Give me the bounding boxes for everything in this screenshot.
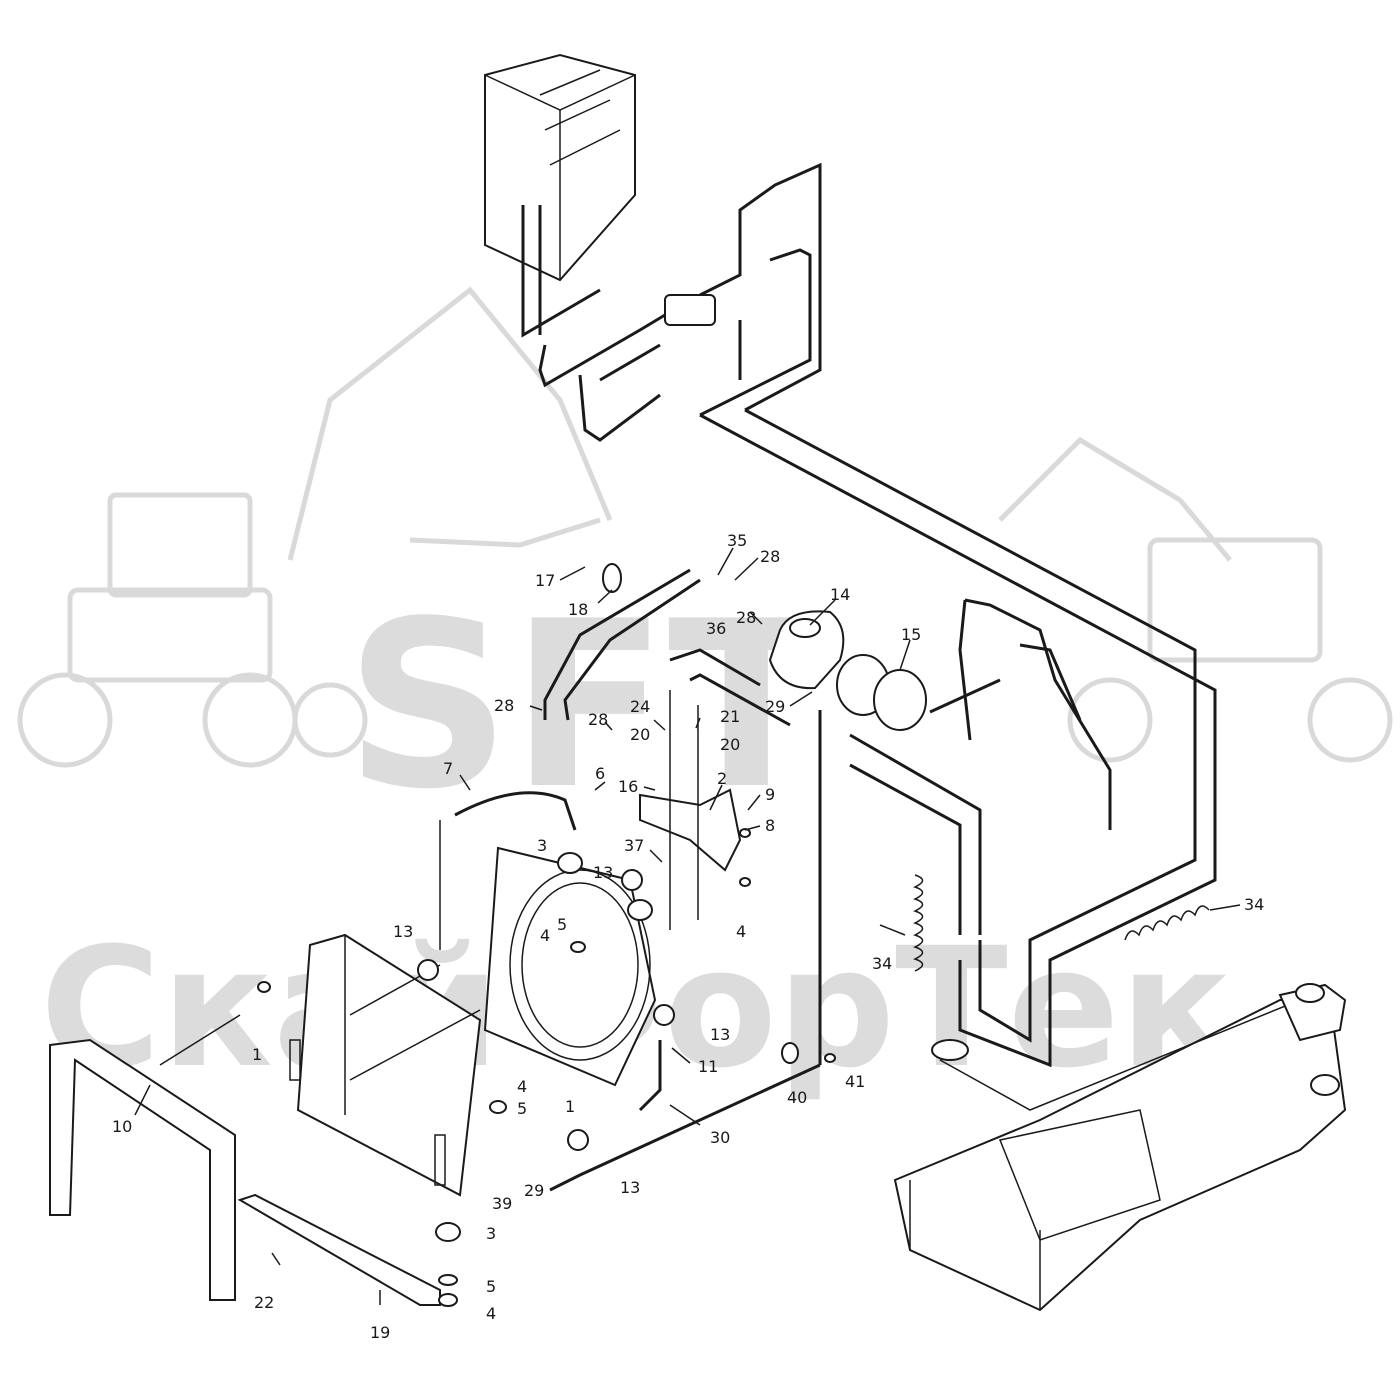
chassis-frame <box>893 983 1347 1312</box>
expansion-tank <box>768 610 1001 731</box>
callout-13: 13 <box>593 863 613 882</box>
callout-13: 13 <box>393 922 413 941</box>
callout-10: 10 <box>112 1117 132 1136</box>
callout-24: 24 <box>630 697 650 716</box>
mounting-hardware <box>257 563 836 1307</box>
callout-2: 2 <box>717 769 727 788</box>
callout-17: 17 <box>535 571 555 590</box>
callout-34: 34 <box>1244 895 1264 914</box>
callout-41: 41 <box>845 1072 865 1091</box>
callout-8: 8 <box>765 816 775 835</box>
callout-35: 35 <box>727 531 747 550</box>
callout-20: 20 <box>720 735 740 754</box>
callout-5: 5 <box>486 1277 496 1296</box>
heater-unit <box>484 53 636 338</box>
bottom-plate <box>237 1193 441 1306</box>
callout-6: 6 <box>595 764 605 783</box>
radiator-guard <box>49 1014 241 1301</box>
callout-7: 7 <box>443 759 453 778</box>
callout-4: 4 <box>540 926 550 945</box>
leader-lines <box>134 547 1241 1305</box>
heater-hose-right <box>958 598 1112 830</box>
callout-13: 13 <box>620 1178 640 1197</box>
callout-22: 22 <box>254 1293 274 1312</box>
callout-16: 16 <box>618 777 638 796</box>
callout-29: 29 <box>524 1181 544 1200</box>
watermark-machines <box>17 286 1393 768</box>
callout-40: 40 <box>787 1088 807 1107</box>
watermark-logo: SFT <box>345 573 825 840</box>
callout-21: 21 <box>720 707 740 726</box>
callout-5: 5 <box>517 1099 527 1118</box>
spiral-guards <box>912 874 1210 972</box>
callout-9: 9 <box>765 785 775 804</box>
callout-39: 39 <box>492 1194 512 1213</box>
callout-28: 28 <box>588 710 608 729</box>
callout-4: 4 <box>486 1304 496 1323</box>
callout-5: 5 <box>557 915 567 934</box>
callout-11: 11 <box>698 1057 718 1076</box>
callout-28: 28 <box>736 608 756 627</box>
callout-28: 28 <box>494 696 514 715</box>
callout-15: 15 <box>901 625 921 644</box>
callout-3: 3 <box>486 1224 496 1243</box>
callout-28: 28 <box>760 547 780 566</box>
callout-4: 4 <box>736 922 746 941</box>
heater-valve <box>664 294 716 326</box>
callout-1: 1 <box>252 1045 262 1064</box>
callout-29: 29 <box>765 697 785 716</box>
coolant-pipes <box>439 568 982 1192</box>
callout-18: 18 <box>568 600 588 619</box>
callout-20: 20 <box>630 725 650 744</box>
hose-clamp <box>873 669 927 731</box>
callout-3: 3 <box>537 836 547 855</box>
callout-14: 14 <box>830 585 850 604</box>
callout-37: 37 <box>624 836 644 855</box>
fan-shroud <box>483 846 657 1087</box>
callout-34: 34 <box>872 954 892 973</box>
callout-30: 30 <box>710 1128 730 1147</box>
callout-36: 36 <box>706 619 726 638</box>
callout-4: 4 <box>517 1077 527 1096</box>
callout-13: 13 <box>710 1025 730 1044</box>
callout-1: 1 <box>565 1097 575 1116</box>
callout-19: 19 <box>370 1323 390 1342</box>
radiator <box>289 933 482 1197</box>
heater-hoses <box>538 162 1217 1068</box>
callout-labels: 1 1 2 3 3 4 4 4 4 5 5 5 6 7 8 9 10 11 13… <box>112 531 1264 1342</box>
brackets <box>639 690 742 930</box>
